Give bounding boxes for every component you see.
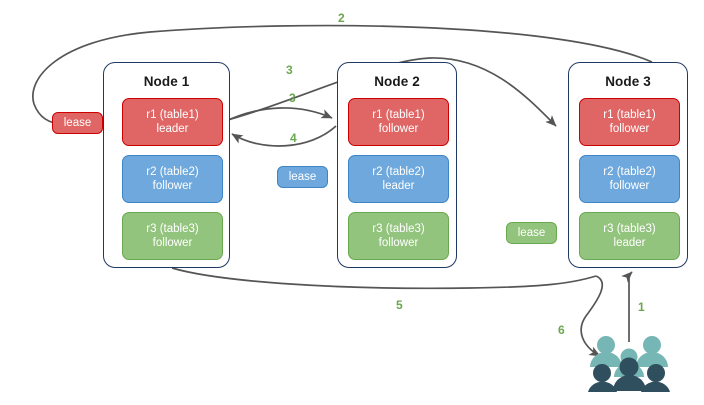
replica-r1[interactable]: r1 (table1) follower xyxy=(348,98,449,146)
lease-badge-r2[interactable]: lease xyxy=(277,166,328,188)
replica-r3[interactable]: r3 (table3) leader xyxy=(579,212,680,260)
node-container-3[interactable]: Node 3 r1 (table1) follower r2 (table2) … xyxy=(568,62,688,268)
replica-role: follower xyxy=(378,123,419,135)
replica-name: r1 (table1) xyxy=(146,108,199,121)
replica-r2[interactable]: r2 (table2) leader xyxy=(348,155,449,203)
lease-badge-r3[interactable]: lease xyxy=(506,222,557,244)
replica-name: r3 (table3) xyxy=(372,222,425,235)
edge-1-path xyxy=(621,271,633,342)
edge-label-6: 6 xyxy=(558,323,565,337)
node-container-2[interactable]: Node 2 r1 (table1) follower r2 (table2) … xyxy=(337,62,457,268)
replica-r3[interactable]: r3 (table3) follower xyxy=(122,212,223,260)
replica-r1[interactable]: r1 (table1) leader xyxy=(122,98,223,146)
replica-role: follower xyxy=(152,237,193,249)
node-title: Node 1 xyxy=(143,74,190,89)
edge-label-2: 2 xyxy=(338,11,345,25)
replica-role: follower xyxy=(152,180,193,192)
edge-3a-path xyxy=(223,57,557,127)
edge-label-4: 4 xyxy=(290,131,297,145)
edge-label-1: 1 xyxy=(638,300,645,314)
edge-5-path xyxy=(171,267,597,290)
replica-name: r2 (table2) xyxy=(372,165,425,178)
edge-label-3-upper: 3 xyxy=(286,63,293,77)
replica-r1[interactable]: r1 (table1) follower xyxy=(579,98,680,146)
replica-role: leader xyxy=(156,123,189,135)
edge-3b-path xyxy=(223,107,333,123)
replica-r2[interactable]: r2 (table2) follower xyxy=(579,155,680,203)
replica-role: leader xyxy=(613,237,646,249)
replica-name: r1 (table1) xyxy=(603,108,656,121)
edge-label-5: 5 xyxy=(396,298,403,312)
node-title: Node 3 xyxy=(605,74,651,89)
replica-name: r1 (table1) xyxy=(372,108,425,121)
replica-name: r2 (table2) xyxy=(603,165,656,178)
replica-role: follower xyxy=(609,180,650,192)
replica-name: r3 (table3) xyxy=(146,222,199,235)
edge-6-path xyxy=(580,275,604,357)
replica-role: leader xyxy=(382,180,415,192)
edge-label-3-lower: 3 xyxy=(289,91,296,105)
replica-role: follower xyxy=(378,237,419,249)
replica-name: r2 (table2) xyxy=(146,165,199,178)
node-container-1[interactable]: Node 1 r1 (table1) leader r2 (table2) fo… xyxy=(103,62,230,268)
edge-4-path xyxy=(231,125,337,147)
replica-name: r3 (table3) xyxy=(603,222,656,235)
users-group-icon xyxy=(588,336,670,392)
replica-role: follower xyxy=(609,123,650,135)
edge-2-path xyxy=(32,24,653,129)
replica-r3[interactable]: r3 (table3) follower xyxy=(348,212,449,260)
replica-r2[interactable]: r2 (table2) follower xyxy=(122,155,223,203)
lease-badge-r1[interactable]: lease xyxy=(52,112,103,134)
node-title: Node 2 xyxy=(374,74,420,89)
